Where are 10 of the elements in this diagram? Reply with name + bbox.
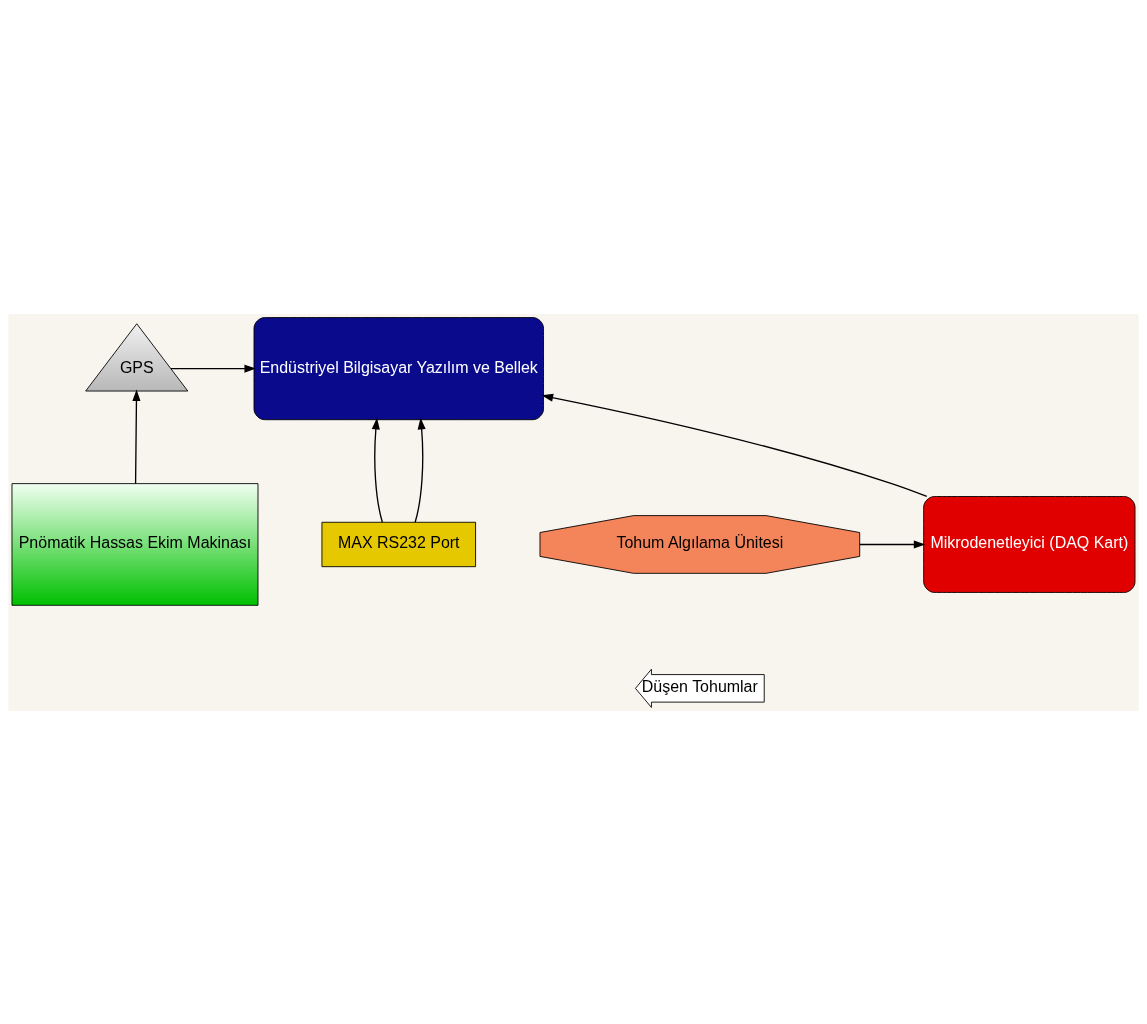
arrow <box>859 539 926 548</box>
node-box: Pnömatik Hassas Ekim Makinası <box>11 482 259 606</box>
arrow <box>170 364 256 373</box>
node-box: MAX RS232 Port <box>321 521 477 567</box>
arrow <box>132 388 141 484</box>
arrow <box>541 393 928 497</box>
node-box: Endüstriyel Bilgisayar Yazılım ve Bellek <box>253 316 544 420</box>
arrow <box>371 417 384 523</box>
arrow <box>414 417 426 523</box>
node-box: Mikrodenetleyici (DAQ Kart) <box>923 495 1136 593</box>
